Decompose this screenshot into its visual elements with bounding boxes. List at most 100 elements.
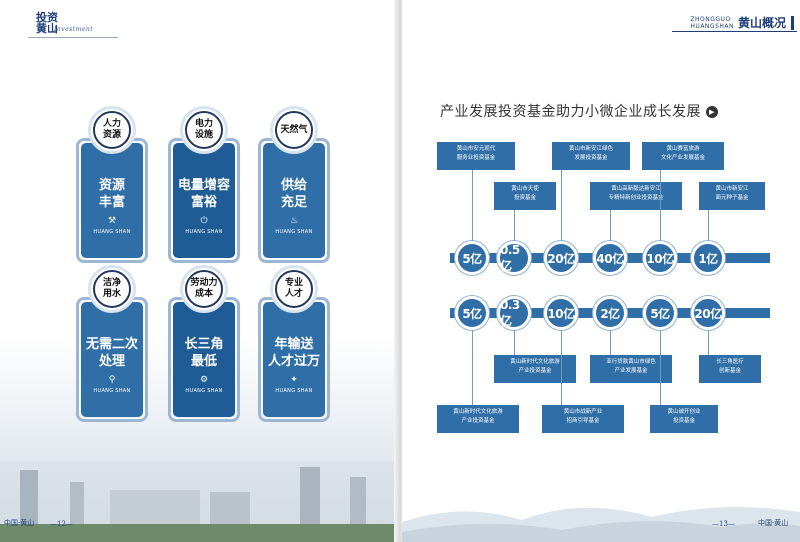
card-brand: HUANG SHAN	[93, 388, 131, 394]
card-badge-label: 电力 设施	[185, 111, 223, 149]
connector-line	[610, 330, 611, 355]
fund-box: 黄山市新安江绿色 发展投资基金	[552, 142, 630, 170]
top-amount-circle: 0.5亿	[497, 241, 531, 275]
logo-line2: 黄山	[36, 22, 58, 35]
connector-line	[514, 330, 515, 355]
header-en: ZHONGGUO HUANGSHAN	[690, 15, 734, 30]
chart-title: 产业发展投资基金助力小微企业成长发展 ▶	[440, 101, 718, 121]
top-amount-circle: 10亿	[643, 241, 677, 275]
card-background	[81, 302, 143, 417]
logo-en: Investment	[54, 26, 94, 33]
logo-divider	[28, 37, 118, 38]
fund-box: 长三角医疗 创新基金	[699, 355, 761, 383]
card-background	[173, 143, 235, 258]
connector-line	[708, 210, 709, 241]
card-value: 年输送 人才过万	[267, 337, 320, 369]
power-icon: ⏻	[200, 216, 208, 226]
card-value: 长三角 最低	[184, 337, 224, 369]
bottom-amount-circle: 20亿	[691, 296, 725, 330]
top-amount-circle: 20亿	[544, 241, 578, 275]
card-background	[263, 143, 325, 258]
arrow-icon: ▶	[705, 106, 718, 118]
mountain-landscape	[402, 507, 800, 542]
card-badge-label: 人力 资源	[93, 111, 131, 149]
fund-box: 黄山市战新产业 招商引导基金	[542, 405, 624, 433]
connector-line	[660, 170, 661, 241]
fund-box: 黄山新时代文化旅游 产业投资基金	[494, 355, 576, 383]
fund-box: 黄山赛富旅游 文化产业发展基金	[642, 142, 724, 170]
fund-box: 黄山新时代文化旅游 产业投资基金	[437, 405, 519, 433]
bottom-amount-circle: 0.3亿	[497, 296, 531, 330]
page-label-right: 中国·黄山	[758, 519, 789, 527]
card-badge-label: 天然气	[275, 111, 313, 149]
fund-box: 黄山高新毅达新安江 专精特新创业投资基金	[590, 182, 682, 210]
card-badge: 专业 人才	[270, 265, 318, 313]
connector-line	[472, 330, 473, 405]
card-badge: 人力 资源	[88, 106, 136, 154]
connector-line	[514, 210, 515, 241]
bottom-amount-circle: 5亿	[643, 296, 677, 330]
resource-card: 供给 充足 ♨ HUANG SHAN	[258, 138, 330, 263]
talent-icon: ✦	[290, 375, 298, 385]
card-brand: HUANG SHAN	[275, 229, 313, 235]
card-badge: 劳动力 成本	[180, 265, 228, 313]
card-brand: HUANG SHAN	[185, 229, 223, 235]
labor-icon: ⚙	[199, 375, 209, 385]
resource-card: 长三角 最低 ⚙ HUANG SHAN	[168, 297, 240, 422]
fund-box: 黄山市天使 投资基金	[494, 182, 556, 210]
bottom-amount-circle: 5亿	[455, 296, 489, 330]
chart-title-text: 产业发展投资基金助力小微企业成长发展	[440, 104, 701, 120]
right-page: ZHONGGUO HUANGSHAN 黄山概况 产业发展投资基金助力小微企业成长…	[402, 0, 800, 542]
logo-line1: 投资	[36, 11, 58, 24]
resource-card: 资源 丰富 ⚒ HUANG SHAN	[76, 138, 148, 263]
card-badge: 洁净 用水	[88, 265, 136, 313]
card-background	[263, 302, 325, 417]
card-background	[81, 143, 143, 258]
card-badge-label: 专业 人才	[275, 270, 313, 308]
worker-icon: ⚒	[107, 216, 117, 226]
bottom-amount-circle: 10亿	[544, 296, 578, 330]
card-brand: HUANG SHAN	[93, 229, 131, 235]
faucet-icon: ⚲	[108, 375, 116, 385]
card-value: 供给 充足	[280, 178, 307, 210]
card-brand: HUANG SHAN	[185, 388, 223, 394]
top-amount-circle: 5亿	[455, 241, 489, 275]
fund-box: 黄山诚开创业 投资基金	[650, 405, 718, 433]
card-background	[173, 302, 235, 417]
resource-card: 年输送 人才过万 ✦ HUANG SHAN	[258, 297, 330, 422]
resource-card: 无需二次 处理 ⚲ HUANG SHAN	[76, 297, 148, 422]
connector-line	[708, 330, 709, 355]
top-amount-circle: 1亿	[691, 241, 725, 275]
card-value: 电量增容 富裕	[177, 178, 230, 210]
flame-icon: ♨	[289, 216, 299, 226]
fund-box: 亚行贷款黄山市绿色 产业发展基金	[590, 355, 672, 383]
connector-line	[472, 170, 473, 241]
header-title: 黄山概况	[737, 16, 786, 30]
fund-box: 黄山市安元现代 服务业投资基金	[437, 142, 515, 170]
header-bar	[791, 15, 794, 30]
connector-line	[660, 330, 661, 405]
connector-line	[610, 210, 611, 241]
card-brand: HUANG SHAN	[275, 388, 313, 394]
city-skyline-photo	[0, 462, 398, 542]
resource-card: 电量增容 富裕 ⏻ HUANG SHAN	[168, 138, 240, 263]
page-number-left: —12—	[50, 520, 73, 528]
connector-line	[561, 330, 562, 405]
top-amount-circle: 40亿	[593, 241, 627, 275]
card-badge: 天然气	[270, 106, 318, 154]
header-rule	[672, 31, 797, 32]
card-value: 资源 丰富	[98, 178, 125, 210]
card-badge-label: 洁净 用水	[93, 270, 131, 308]
connector-line	[561, 170, 562, 241]
page-number-right: —13—	[712, 520, 735, 528]
card-value: 无需二次 处理	[85, 337, 138, 369]
card-badge-label: 劳动力 成本	[185, 270, 223, 308]
logo: 投资 黄山 Investment	[36, 11, 93, 35]
card-badge: 电力 设施	[180, 106, 228, 154]
fund-box: 黄山市新安江 面元种子基金	[699, 182, 765, 210]
section-header: ZHONGGUO HUANGSHAN 黄山概况	[690, 14, 794, 31]
bottom-amount-circle: 2亿	[593, 296, 627, 330]
page-label-left: 中国·黄山	[4, 519, 35, 527]
